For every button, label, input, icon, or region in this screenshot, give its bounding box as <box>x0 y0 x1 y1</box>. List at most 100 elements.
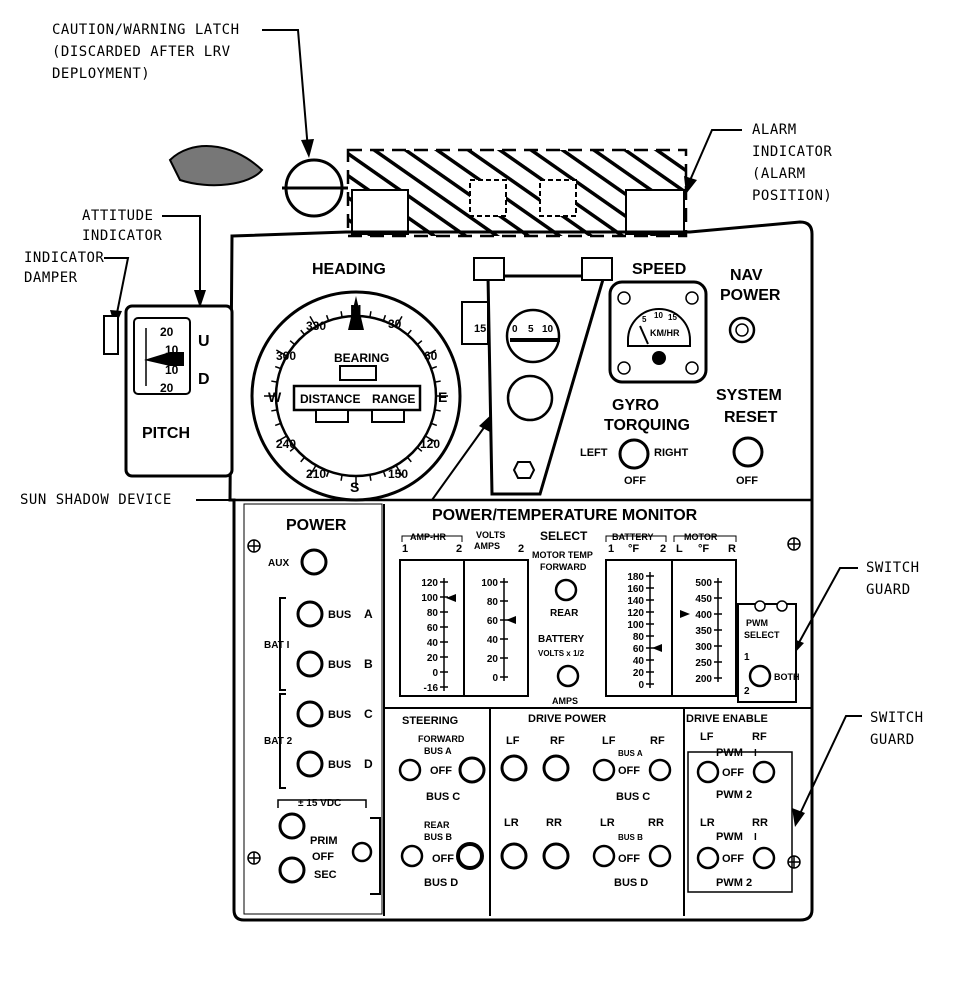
alarm-housing <box>346 148 688 238</box>
mounting-screws <box>247 537 801 869</box>
bus-d-breaker[interactable] <box>296 750 324 778</box>
steering-rear-switch[interactable] <box>400 844 424 868</box>
sun-shadow-nut-bottom <box>512 461 536 479</box>
speed-screw-bl <box>617 361 631 375</box>
compass-tick <box>416 340 423 346</box>
compass-south: S <box>350 479 359 495</box>
battery-temp-tick-label: 0 <box>638 680 644 691</box>
aux-circuit-breaker[interactable] <box>300 548 328 576</box>
amp-hr-tick-label: 120 <box>421 578 438 589</box>
motor-mark-l: L <box>676 543 683 555</box>
drive-enable-front-left-switch[interactable] <box>696 760 720 784</box>
drive-power-rear-left-switch[interactable] <box>592 844 616 868</box>
drive-power-bus-a: BUS A <box>618 749 643 758</box>
damper-knob[interactable] <box>103 315 119 355</box>
system-reset-switch[interactable] <box>732 436 764 468</box>
compass-tick <box>424 349 437 357</box>
callout-switch-guard-lower: SWITCH GUARD <box>792 710 923 827</box>
drive-enable-rf: RF <box>752 731 767 743</box>
attitude-line-1: ATTITUDE <box>82 208 153 224</box>
motor-temp-select-switch[interactable] <box>554 578 578 602</box>
sun-shadow-bolt-left[interactable] <box>473 257 505 281</box>
compass-tick <box>395 464 403 477</box>
compass-mark-210: 210 <box>306 467 326 481</box>
drive-enable-rear-off: OFF <box>722 853 744 865</box>
prim-label: PRIM <box>310 835 338 847</box>
volts-tick-label: 80 <box>487 597 499 608</box>
drive-power-rf-breaker[interactable] <box>542 754 570 782</box>
compass-tick <box>406 329 412 336</box>
vdc-prim-breaker[interactable] <box>278 812 306 840</box>
sun-shadow-bolt-right[interactable] <box>581 257 613 281</box>
alarm-line-2: INDICATOR <box>752 144 832 160</box>
motor-temp-tick-label: 450 <box>695 594 712 605</box>
drive-power-rf-cb: RF <box>550 735 565 747</box>
alarm-housing-block-right <box>625 189 685 235</box>
sun-shadow-mark-0: 0 <box>512 324 518 335</box>
compass-tick <box>382 470 387 478</box>
drive-enable-section: DRIVE ENABLE LF RF PWM I OFF PWM 2 LR RR… <box>686 713 793 893</box>
drive-power-lr-breaker[interactable] <box>500 842 528 870</box>
steering-rear-breaker[interactable] <box>456 842 484 870</box>
drive-enable-pwm2-bottom: PWM 2 <box>716 877 752 889</box>
compass-mark-120: 120 <box>420 437 440 451</box>
amp-hr-bracket <box>401 535 463 542</box>
power-title: POWER <box>286 517 347 534</box>
amp-hr-tick-label: 20 <box>427 653 439 664</box>
speed-unit: KM/HR <box>650 328 680 338</box>
vdc-label: ± 15 VDC <box>298 798 341 809</box>
bus-a-breaker[interactable] <box>296 600 324 628</box>
vdc-sec-breaker[interactable] <box>278 856 306 884</box>
steering-forward-line-2: BUS A <box>424 746 452 756</box>
drive-power-section: DRIVE POWER LF RF LF RF BUS A OFF BUS C … <box>500 713 672 889</box>
switch-guard-lower-leader <box>797 715 862 819</box>
vdc-bracket <box>277 799 367 808</box>
amp-hr-tick-label: 60 <box>427 623 439 634</box>
drive-power-front-right-switch[interactable] <box>648 758 672 782</box>
bus-b-breaker[interactable] <box>296 650 324 678</box>
compass-tick <box>424 435 437 443</box>
gyro-switch[interactable] <box>618 438 650 470</box>
steering-forward-breaker[interactable] <box>458 756 486 784</box>
drive-power-rear-right-switch[interactable] <box>648 844 672 868</box>
drive-enable-front-right-switch[interactable] <box>752 760 776 784</box>
compass-tick <box>434 380 441 383</box>
drive-enable-rear-left-switch[interactable] <box>696 846 720 870</box>
drive-power-bus-c: BUS C <box>616 791 650 803</box>
alarm-window-right <box>539 179 577 217</box>
drive-power-front-left-switch[interactable] <box>592 758 616 782</box>
aux-label: AUX <box>268 558 289 569</box>
steering-title: STEERING <box>402 715 458 727</box>
drive-power-rear-off: OFF <box>618 853 640 865</box>
speed-hub <box>652 351 666 365</box>
bus-c-breaker[interactable] <box>296 700 324 728</box>
sun-shadow-left-mark: 15 <box>474 323 486 335</box>
compass-tick <box>382 314 387 322</box>
compass-tick <box>274 422 282 427</box>
drive-enable-rear-right-switch[interactable] <box>752 846 776 870</box>
gyro-off-label: OFF <box>624 475 646 487</box>
bat2-label: BAT 2 <box>264 736 293 747</box>
pitch-label: PITCH <box>142 425 190 442</box>
motor-temp-pointer <box>680 610 690 618</box>
amp-hr-right: 2 <box>456 543 462 555</box>
pwm-select-1: 1 <box>744 652 750 663</box>
drive-power-lf-breaker[interactable] <box>500 754 528 782</box>
vdc-toggle[interactable] <box>351 841 373 863</box>
battery-select-switch[interactable] <box>556 664 580 688</box>
pwm-select-switch[interactable] <box>748 664 772 688</box>
speed-needle <box>639 325 649 345</box>
caution-leader-line <box>262 29 309 151</box>
sun-shadow-lens <box>506 374 554 422</box>
drive-power-rr-breaker[interactable] <box>542 842 570 870</box>
sun-shadow-label: SUN SHADOW DEVICE <box>20 492 172 508</box>
bat1-label: BAT I <box>264 640 290 651</box>
bus-a-letter: A <box>364 607 373 621</box>
speed-screw-br <box>685 361 699 375</box>
system-reset-off: OFF <box>736 475 758 487</box>
alarm-line-3: (ALARM <box>752 166 806 182</box>
steering-forward-switch[interactable] <box>398 758 422 782</box>
drive-power-lf-cb: LF <box>506 735 520 747</box>
